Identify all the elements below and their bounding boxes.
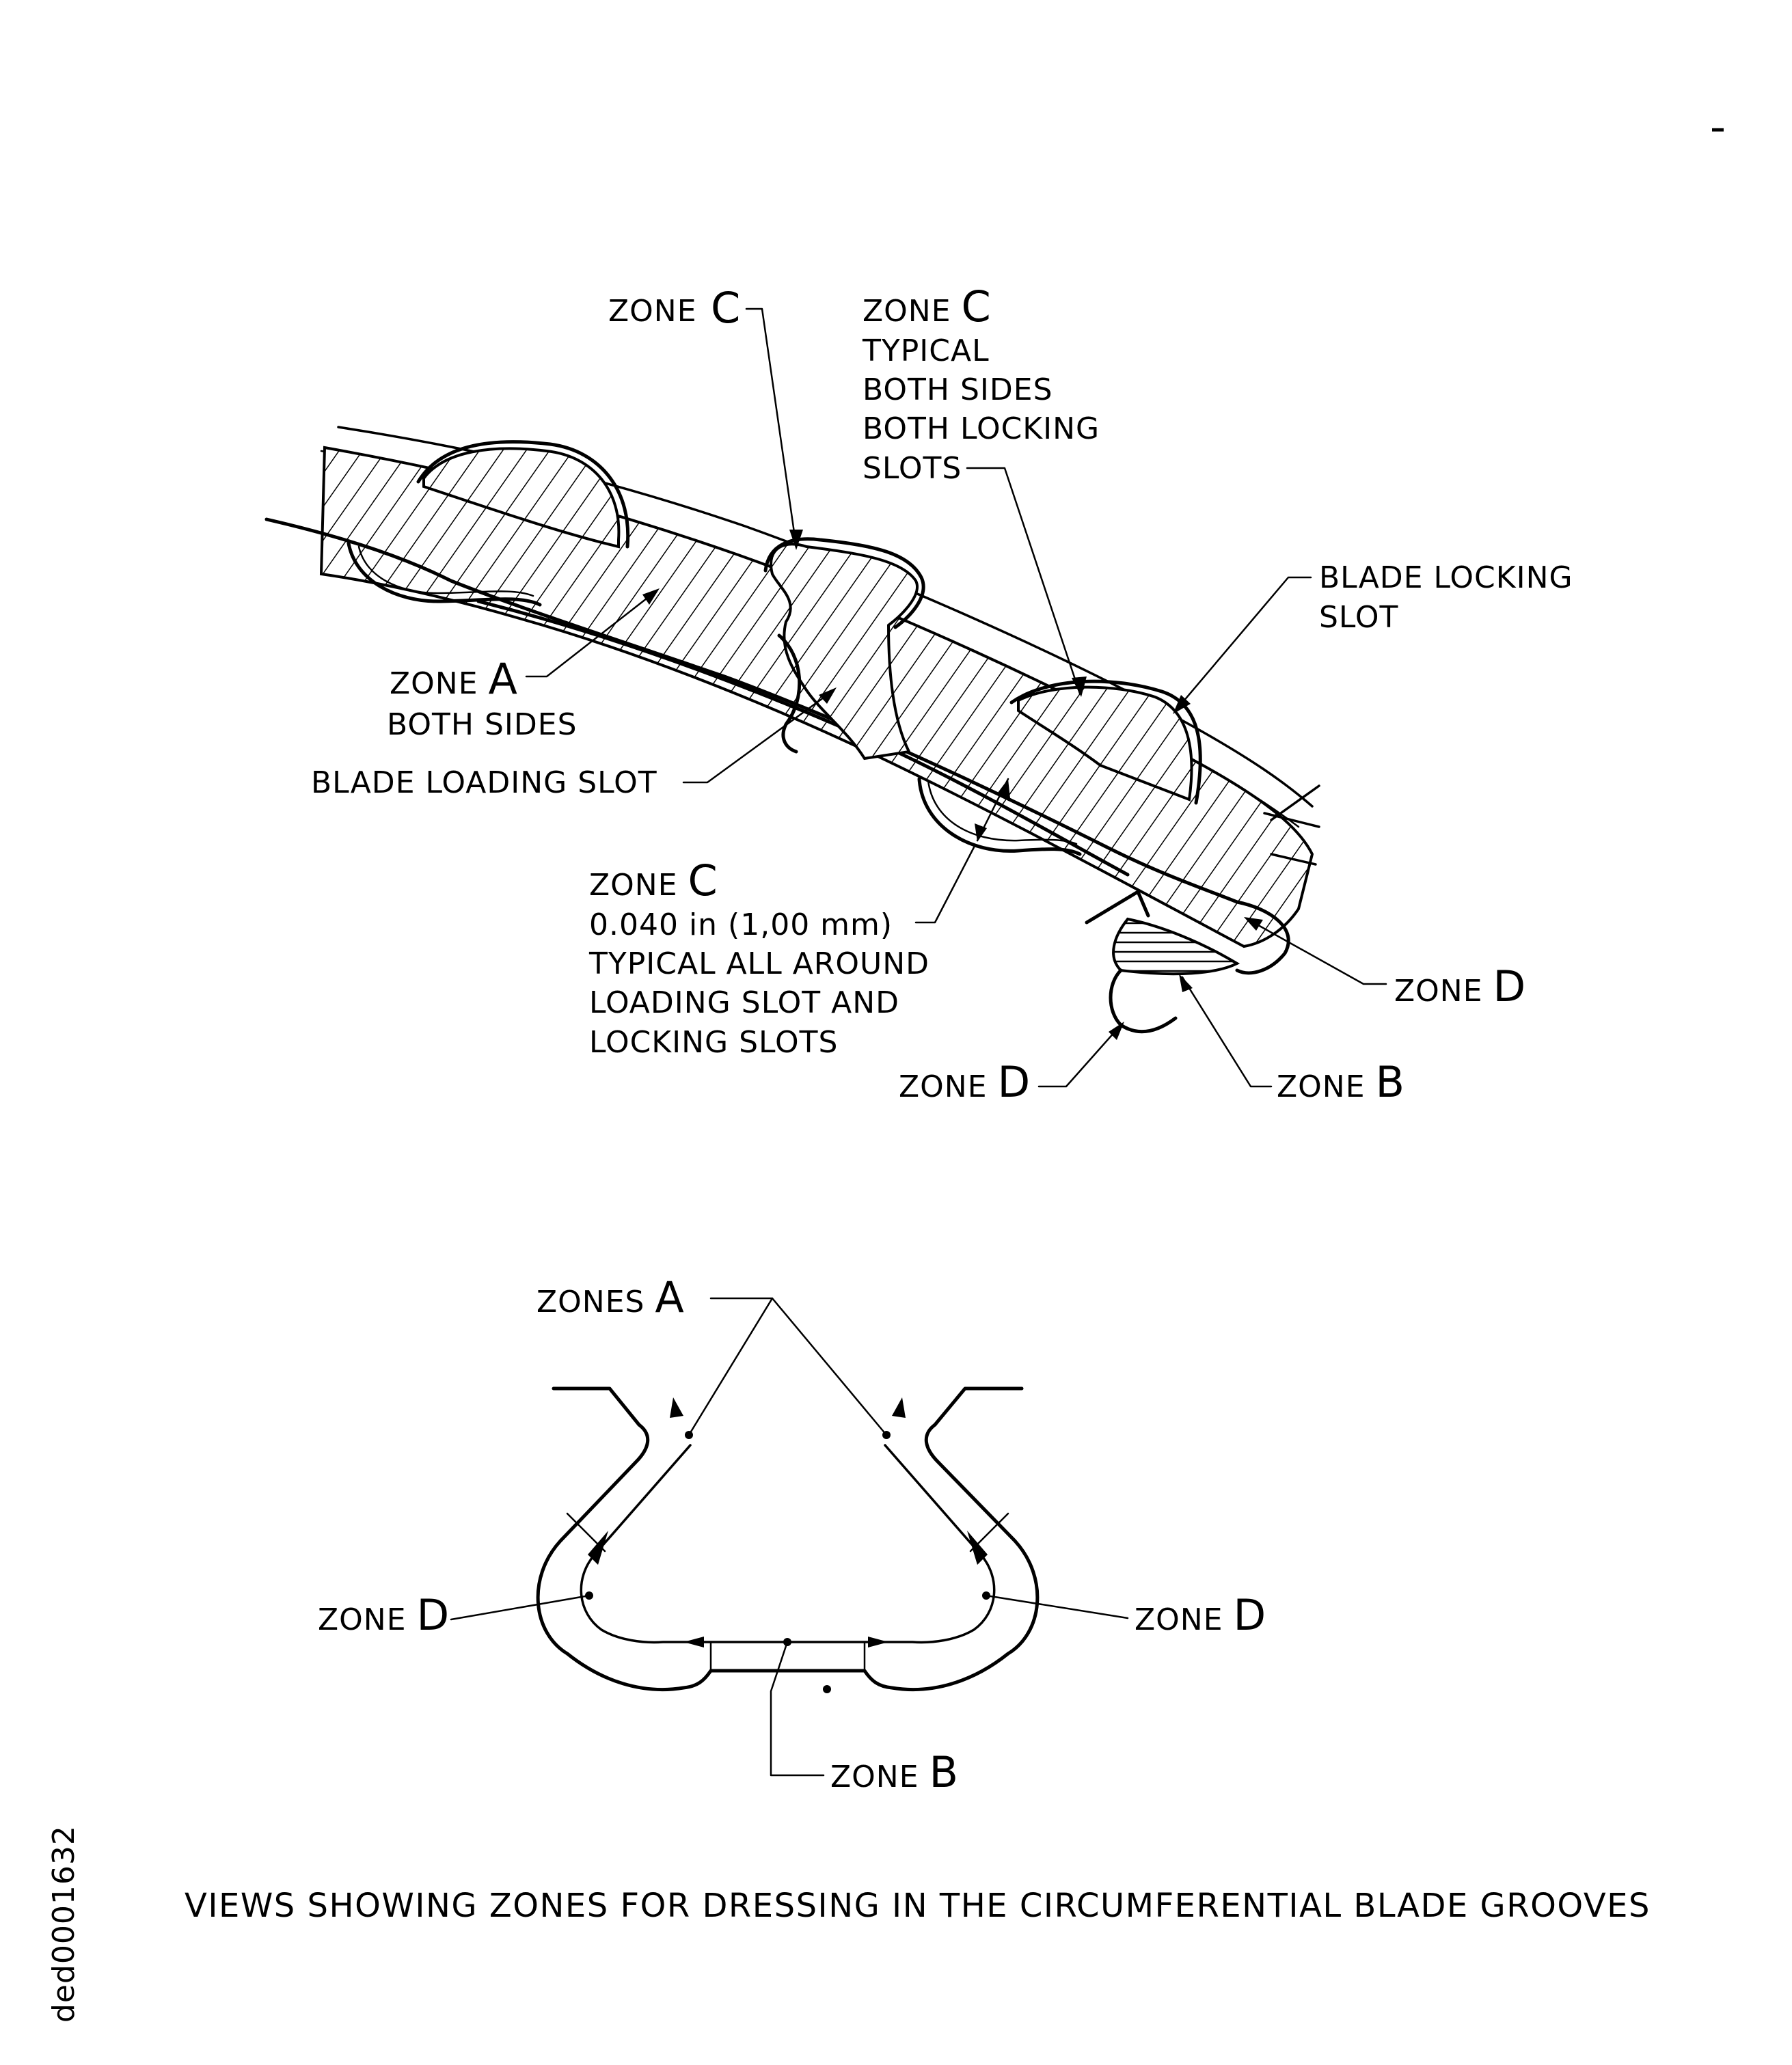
zone-c-top-left-arrow — [789, 530, 803, 550]
center-lower-scallop — [917, 777, 1082, 856]
blade-loading-slot-arrow — [819, 687, 837, 704]
zone-b-top-label: ZONE B — [1277, 1057, 1405, 1107]
zone-b-top-arrow — [1179, 974, 1193, 992]
groove-end-tip — [1109, 968, 1178, 1033]
zone-d-left-lower-leader — [450, 1594, 590, 1621]
figure-id: ded0001632 — [46, 1825, 81, 2023]
zone-c-typical-title: ZONE C — [863, 282, 992, 331]
zone-c-dim-arrow-2 — [998, 779, 1010, 798]
figure-caption: VIEWS SHOWING ZONES FOR DRESSING IN THE … — [185, 1887, 1651, 1925]
contour-arrow — [892, 1397, 906, 1418]
right-locking-slot-outline — [1009, 679, 1202, 805]
loading-slot-outline — [763, 537, 925, 754]
zone-c-dim-title: ZONE C — [589, 856, 718, 905]
left-lower-scallop — [347, 541, 542, 607]
upper-groove-view — [264, 426, 1320, 1033]
zone-c-dim-line-4: LOCKING SLOTS — [589, 1025, 838, 1060]
zone-d-left-lower-label: ZONE D — [318, 1590, 450, 1640]
right-end-line — [1270, 784, 1320, 821]
zone-d-right-lower-label: ZONE D — [1135, 1590, 1266, 1640]
zone-c-typical-arrow — [1072, 676, 1087, 697]
zone-c-top-left-letter: C — [711, 283, 740, 333]
blade-locking-slot-arrow — [1173, 695, 1191, 714]
zone-c-dim-arrow-1 — [975, 823, 987, 842]
zone-d-right-leader — [1246, 918, 1387, 985]
zone-c-typical-line-1: TYPICAL — [862, 333, 990, 368]
blade-loading-slot-leader — [682, 689, 835, 784]
zone-a-sub: BOTH SIDES — [387, 707, 578, 742]
zone-c-top-left-leader — [745, 307, 798, 548]
blade-locking-slot-line-2: SLOT — [1319, 600, 1398, 635]
right-top-flange — [933, 1386, 1024, 1427]
groove-inner-contour — [580, 1444, 996, 1644]
left-locking-slot — [422, 447, 621, 549]
groove-end-curve — [1235, 900, 1290, 975]
lower-labels: ZONES A ZONE D ZONE D ZONE B — [318, 1272, 1266, 1797]
contour-arrow — [670, 1397, 683, 1418]
zone-d-bottom-label: ZONE D — [899, 1057, 1031, 1107]
zone-c-typical-line-3: BOTH LOCKING — [863, 411, 1100, 446]
blade-locking-slot-line-1: BLADE LOCKING — [1319, 560, 1573, 595]
zone-b-lower-leader — [770, 1641, 825, 1777]
blade-loading-slot-label: BLADE LOADING SLOT — [311, 765, 657, 800]
groove-bottom-contour — [264, 517, 1239, 904]
zone-c-dim-leader — [914, 846, 975, 924]
zone-d-bottom-leader — [1037, 1024, 1122, 1088]
zone-a-arrow — [642, 588, 660, 605]
zone-a-leader — [525, 590, 657, 678]
contour-arrow — [588, 1531, 608, 1565]
left-lower-scallop-inner — [357, 545, 534, 597]
right-slot-edge — [1263, 812, 1320, 866]
left-locking-slot-outline — [416, 440, 630, 549]
zone-d-right-label: ZONE D — [1394, 961, 1526, 1011]
zone-c-dim-line-1: 0.040 in (1,00 mm) — [589, 907, 893, 942]
zone-d-right-arrow — [1244, 917, 1263, 931]
zone-c-top-left-label: ZONE — [608, 294, 697, 329]
zone-b-lower-label: ZONE B — [830, 1747, 959, 1797]
blade-loading-slot — [770, 543, 919, 761]
groove-end-hatched — [1112, 917, 1240, 976]
left-top-flange — [552, 1386, 641, 1427]
blade-locking-slot-leader — [1174, 576, 1312, 712]
zone-c-dim-line-2: TYPICAL ALL AROUND — [588, 946, 929, 981]
zone-d-right-lower-leader — [985, 1594, 1129, 1619]
corner-ticks — [566, 1512, 1009, 1672]
groove-end-wedge — [1085, 890, 1150, 925]
groove-outer-contour — [536, 1423, 1040, 1691]
contour-arrow — [967, 1531, 988, 1565]
zones-a-leader — [688, 1297, 888, 1436]
zone-a-label: ZONE A — [390, 654, 518, 704]
zone-c-typical-leader — [966, 467, 1081, 695]
zone-c-typical-line-4: SLOTS — [863, 451, 962, 486]
groove-cross-section — [536, 1386, 1040, 1693]
zone-c-typical-line-2: BOTH SIDES — [863, 372, 1053, 407]
zone-c-dim-line-3: LOADING SLOT AND — [589, 985, 899, 1020]
center-lower-scallop-inner — [927, 779, 1078, 845]
zones-a-label: ZONES A — [537, 1272, 685, 1322]
upper-labels: ZONE C ZONE C TYPICAL BOTH SIDES BOTH LO… — [311, 282, 1573, 1107]
zone-dot — [823, 1685, 831, 1693]
zone-b-top-leader — [1181, 976, 1273, 1088]
zone-d-bottom-arrow — [1109, 1022, 1124, 1040]
